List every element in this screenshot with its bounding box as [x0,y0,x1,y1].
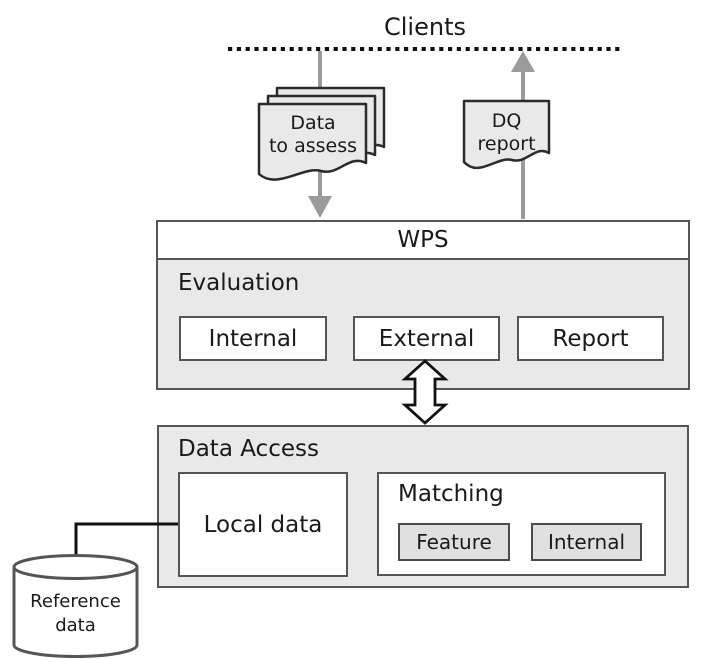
dq-report-label: DQ report [463,110,550,156]
local-data-box: Local data [178,472,348,577]
data-access-label: Data Access [178,436,319,462]
reference-data-line2: data [55,615,96,636]
local-data-label: Local data [203,511,323,538]
evaluation-internal-box: Internal [179,316,327,361]
wps-header: WPS [158,222,688,260]
wps-box: WPS Evaluation [156,220,690,390]
matching-feature-box: Feature [398,523,510,561]
evaluation-report-label: Report [552,325,629,352]
down-arrowhead-icon [308,196,332,218]
matching-internal-box: Internal [531,523,642,561]
clients-label: Clients [384,13,466,41]
reference-data-line1: Reference [30,591,121,612]
evaluation-external-label: External [378,325,475,352]
dq-report-line1: DQ [491,110,522,132]
matching-feature-label: Feature [416,530,492,554]
data-to-assess-label: Data to assess [259,112,367,158]
up-arrowhead-icon [511,51,535,72]
data-to-assess-line2: to assess [268,135,358,157]
reference-cylinder-top [12,554,139,580]
evaluation-label: Evaluation [178,270,300,296]
data-to-assess-line1: Data [290,112,336,134]
matching-internal-label: Internal [547,530,626,554]
matching-label: Matching [398,481,504,507]
evaluation-report-box: Report [517,316,664,361]
dq-report-line2: report [477,133,536,155]
reference-data-label: Reference data [14,590,137,638]
evaluation-internal-label: Internal [208,325,298,352]
evaluation-external-box: External [353,316,500,361]
wps-title: WPS [397,227,449,253]
